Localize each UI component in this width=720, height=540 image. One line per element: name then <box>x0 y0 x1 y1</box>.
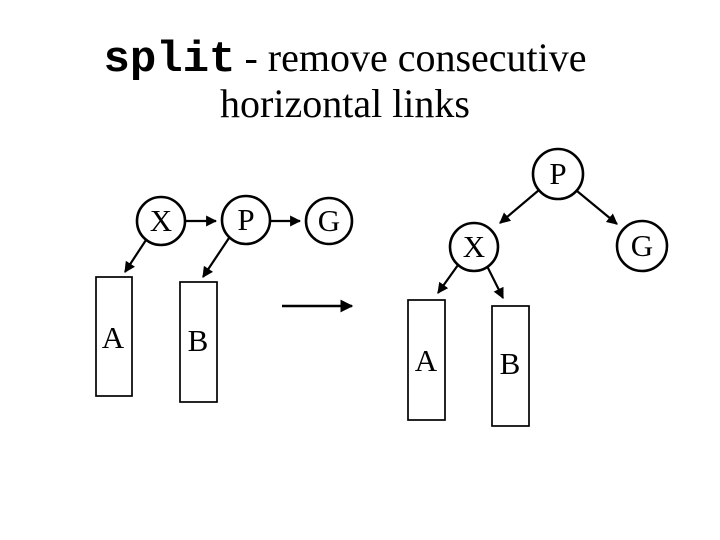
before-subtree-a-label: A <box>102 320 125 355</box>
after-link-x-to-b-arrow <box>486 265 504 299</box>
after-subtree-a-rect <box>407 299 446 421</box>
before-subtree-b-rect <box>179 281 218 403</box>
before-tree: X P G A B <box>95 194 354 403</box>
before-subtree-a-rect <box>95 276 133 397</box>
after-node-g-circle <box>615 219 669 273</box>
after-tree: P X G A B <box>407 147 669 427</box>
after-node-x-label: X <box>463 229 485 264</box>
before-node-x-label: X <box>150 203 172 238</box>
title-keyword: split <box>103 35 236 85</box>
after-subtree-b-rect <box>491 305 530 427</box>
before-node-p-label: P <box>237 202 254 237</box>
after-link-x-to-a-arrow <box>437 264 459 294</box>
after-subtree-b-label: B <box>500 346 521 381</box>
title-line-1: split- remove consecutive <box>0 35 690 85</box>
after-node-p-circle <box>531 147 585 201</box>
before-link-p-to-b-arrow <box>202 237 230 278</box>
before-node-p-circle <box>220 194 272 246</box>
after-node-g-label: G <box>631 228 653 263</box>
after-link-p-to-x-arrow <box>499 189 540 224</box>
before-link-x-to-a-arrow <box>124 239 147 273</box>
title-line-2: horizontal links <box>220 81 470 126</box>
title-line1-rest: - remove consecutive <box>244 35 587 80</box>
after-link-p-to-g-arrow <box>576 190 618 225</box>
after-node-x-circle <box>448 221 500 273</box>
slide-title: split- remove consecutive horizontal lin… <box>0 36 690 126</box>
before-subtree-b-label: B <box>188 323 209 358</box>
before-node-g-circle <box>304 196 354 246</box>
after-subtree-a-label: A <box>415 343 438 378</box>
before-node-x-circle <box>135 195 187 247</box>
after-node-p-label: P <box>549 156 566 191</box>
before-node-g-label: G <box>318 203 340 238</box>
